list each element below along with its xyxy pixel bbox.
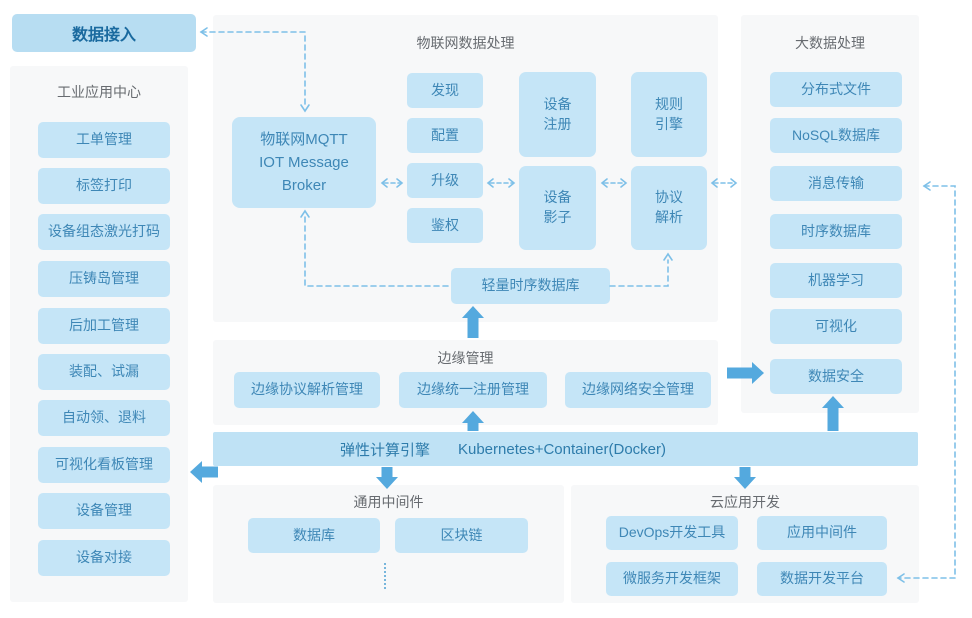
middleware-item: 数据库 xyxy=(248,518,380,553)
more-items-ellipsis-icon xyxy=(384,563,386,589)
device-shadow-block: 设备 影子 xyxy=(519,166,596,250)
protocol-parse-block: 协议 解析 xyxy=(631,166,707,250)
panel-edge-management: 边缘管理 边缘协议解析管理 边缘统一注册管理 边缘网络安全管理 xyxy=(213,340,718,425)
panel-bigdata: 大数据处理 分布式文件 NoSQL数据库 消息传输 时序数据库 机器学习 可视化… xyxy=(741,15,919,413)
bigdata-item: 分布式文件 xyxy=(770,72,902,107)
data-access-block: 数据接入 xyxy=(12,14,196,52)
iot-function: 升级 xyxy=(407,163,483,198)
compute-engine-bar: 弹性计算引擎 Kubernetes+Container(Docker) xyxy=(213,432,918,466)
panel-cloud-dev-title: 云应用开发 xyxy=(710,494,780,510)
industrial-item: 设备管理 xyxy=(38,493,170,529)
industrial-item: 装配、试漏 xyxy=(38,354,170,390)
panel-middleware-title: 通用中间件 xyxy=(353,494,424,510)
cloud-dev-item: DevOps开发工具 xyxy=(606,516,738,550)
panel-iot-processing: 物联网数据处理 物联网MQTT IOT Message Broker 发现 配置… xyxy=(213,15,718,322)
iot-function: 发现 xyxy=(407,73,483,108)
bigdata-item: NoSQL数据库 xyxy=(770,118,902,153)
arrowhead-left-icon xyxy=(199,27,208,37)
industrial-item: 工单管理 xyxy=(38,122,170,158)
panel-iot-title: 物联网数据处理 xyxy=(416,35,515,51)
edge-item: 边缘协议解析管理 xyxy=(234,372,380,408)
bigdata-item: 消息传输 xyxy=(770,166,902,201)
arrowhead-right-icon xyxy=(730,178,738,188)
lite-tsdb-block: 轻量时序数据库 xyxy=(451,268,610,304)
panel-edge-title: 边缘管理 xyxy=(437,350,494,366)
middleware-item: 区块链 xyxy=(395,518,528,553)
panel-industrial-apps: 工业应用中心 工单管理 标签打印 设备组态激光打码 压铸岛管理 后加工管理 装配… xyxy=(10,66,188,602)
iot-function: 配置 xyxy=(407,118,483,153)
compute-engine-label-cn: 弹性计算引擎 xyxy=(339,441,430,459)
bigdata-item: 时序数据库 xyxy=(770,214,902,249)
edge-item: 边缘网络安全管理 xyxy=(565,372,711,408)
industrial-item: 后加工管理 xyxy=(38,308,170,344)
panel-middleware: 通用中间件 数据库 区块链 xyxy=(213,485,564,603)
cloud-dev-item: 应用中间件 xyxy=(757,516,887,550)
bigdata-item: 数据安全 xyxy=(770,359,902,394)
industrial-item: 压铸岛管理 xyxy=(38,261,170,297)
compute-engine-label-en: Kubernetes+Container(Docker) xyxy=(457,440,667,458)
industrial-item: 标签打印 xyxy=(38,168,170,204)
device-registry-block: 设备 注册 xyxy=(519,72,596,157)
industrial-item: 可视化看板管理 xyxy=(38,447,170,483)
mqtt-broker-block: 物联网MQTT IOT Message Broker xyxy=(232,117,376,208)
industrial-item: 自动领、退料 xyxy=(38,400,170,436)
industrial-item: 设备对接 xyxy=(38,540,170,576)
panel-cloud-dev: 云应用开发 DevOps开发工具 应用中间件 微服务开发框架 数据开发平台 xyxy=(571,485,919,603)
bigdata-item: 可视化 xyxy=(770,309,902,344)
iot-function: 鉴权 xyxy=(407,208,483,243)
arrowhead-left-icon xyxy=(922,181,931,191)
bigdata-item: 机器学习 xyxy=(770,263,902,298)
cloud-dev-item: 数据开发平台 xyxy=(757,562,887,596)
panel-industrial-apps-title: 工业应用中心 xyxy=(57,84,141,100)
panel-bigdata-title: 大数据处理 xyxy=(795,35,865,51)
industrial-item: 设备组态激光打码 xyxy=(38,214,170,250)
cloud-dev-item: 微服务开发框架 xyxy=(606,562,738,596)
rule-engine-block: 规则 引擎 xyxy=(631,72,707,157)
edge-item: 边缘统一注册管理 xyxy=(399,372,547,408)
